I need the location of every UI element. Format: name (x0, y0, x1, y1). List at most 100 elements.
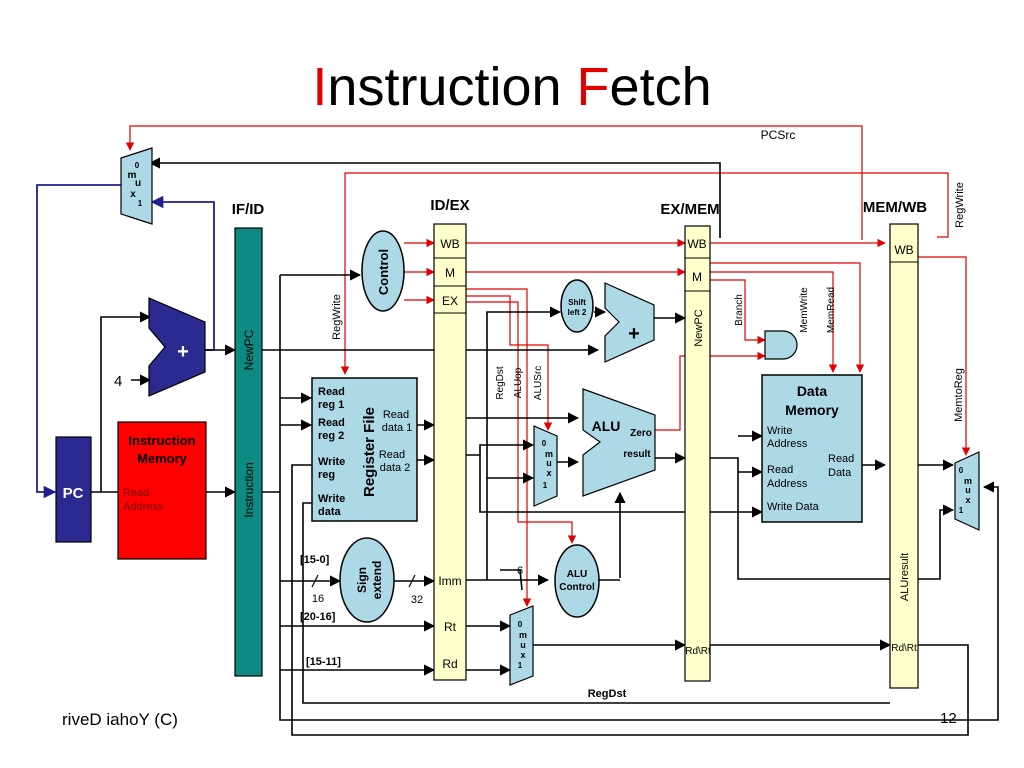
pc-mux: 0 m u x 1 (120, 147, 153, 225)
id-ex-rd: Rd (442, 657, 457, 671)
signal-memwrite: MemWrite (799, 287, 810, 333)
control-wires (125, 125, 971, 607)
write-data-a: Write (318, 493, 345, 505)
memtoreg-mux: 0 m u x 1 (954, 451, 980, 531)
pc-mux-m: m (128, 170, 137, 181)
read-reg-2-b: reg 2 (318, 430, 344, 442)
write-reg-a: Write (318, 456, 345, 468)
branch-adder: + (604, 282, 655, 363)
alu-control-2: Control (559, 582, 595, 593)
slide-title: Instruction Fetch (0, 60, 1024, 114)
width-16: 16 (312, 593, 324, 605)
id-ex-rt: Rt (444, 620, 457, 634)
signal-regdst-vertical: RegDst (495, 366, 506, 400)
shift-left-2-label: left 2 (568, 308, 587, 317)
read-reg-1-b: reg 1 (318, 399, 344, 411)
pc-adder-plus: + (177, 341, 189, 363)
read-data-a: Read (828, 453, 854, 465)
regdst-mux-u: u (520, 640, 526, 650)
read-data-b: Data (828, 467, 852, 479)
bits-20-16: [20-16] (300, 611, 336, 623)
register-file-title: Register File (361, 407, 378, 497)
sign-extend-2: extend (370, 561, 384, 600)
signal-regwrite-top: RegWrite (954, 182, 966, 228)
id-ex-imm: Imm (438, 574, 461, 588)
pc-adder: + (148, 297, 206, 397)
alu-control-1: ALU (567, 569, 588, 580)
datapath-wires (91, 157, 999, 736)
stage-label-mem-wb: MEM/WB (863, 199, 927, 216)
bits-15-0: [15-0] (300, 554, 330, 566)
width-32: 32 (411, 594, 423, 606)
write-data-b: data (318, 506, 342, 518)
alu-control-unit: ALU Control (554, 544, 600, 618)
sign-extend-1: Sign (355, 567, 369, 593)
memtoreg-mux-m: m (964, 476, 972, 486)
regdst-mux-m: m (519, 630, 527, 640)
control-label: Control (376, 249, 391, 295)
write-data-label: Write Data (767, 501, 820, 513)
regdst-mux: 0 m u x 1 (509, 605, 534, 686)
stage-label-ex-mem: EX/MEM (660, 201, 719, 218)
pc-mux-in1: 1 (138, 199, 143, 208)
mem-wb-register: WB ALUresult Rd\Rt (889, 223, 919, 689)
shift-left-2: Shift left 2 (560, 279, 594, 333)
id-ex-ex: EX (442, 294, 458, 308)
title-initial-f: F (576, 57, 610, 117)
alu-zero: Zero (630, 428, 652, 439)
data-memory-title-2: Memory (785, 402, 839, 418)
regdst-mux-in1: 1 (518, 661, 523, 670)
sign-extend-unit: Sign extend (339, 537, 395, 623)
data-memory-title-1: Data (797, 383, 828, 399)
register-file: Register File Read reg 1 Read reg 2 Writ… (311, 377, 418, 522)
signal-pcsrc: PCSrc (761, 128, 796, 142)
alu-mux-m: m (545, 449, 553, 459)
write-address-a: Write (767, 425, 792, 437)
alu-mux-u: u (546, 458, 552, 468)
read-address-b: Address (767, 478, 808, 490)
if-id-newpc: NewPC (242, 329, 256, 370)
instruction-memory-title-1: Instruction (128, 433, 195, 448)
memtoreg-mux-in0: 0 (959, 466, 964, 475)
signal-branch: Branch (734, 294, 745, 326)
control-unit: Control (361, 230, 405, 312)
alu-src-mux: 0 m u x 1 (533, 425, 558, 507)
title-word-instruction: nstruction (327, 57, 577, 117)
read-data-2-a: Read (379, 449, 405, 461)
pc-mux-x: x (130, 189, 136, 200)
mem-wb-aluresult: ALUresult (899, 553, 911, 601)
signal-memread: MemRead (826, 287, 837, 333)
bits-15-11: [15-11] (306, 656, 341, 668)
alu: ALU Zero result (582, 388, 656, 497)
ex-mem-register: WB M NewPC Rd\Rt (684, 225, 711, 682)
title-word-etch: etch (609, 57, 712, 117)
ex-mem-m: M (692, 270, 702, 284)
signal-memtoreg: MemtoReg (953, 368, 965, 422)
title-initial-i: I (312, 57, 328, 117)
ex-mem-rd-rt: Rd\Rt (685, 646, 711, 657)
width-6: 6 (517, 565, 523, 577)
memtoreg-mux-in1: 1 (959, 506, 964, 515)
if-id-instruction: Instruction (242, 462, 256, 517)
signal-alusrc: ALUSrc (533, 366, 544, 400)
read-reg-1-a: Read (318, 386, 345, 398)
instruction-memory-read-2: Address (123, 501, 164, 513)
slide-number: 12 (940, 710, 957, 727)
alu-label: ALU (592, 418, 621, 434)
const-four: 4 (114, 373, 122, 390)
if-id-register: NewPC Instruction (234, 227, 263, 677)
instruction-memory: Instruction Memory Read Address (117, 421, 207, 560)
ex-mem-wb: WB (687, 237, 706, 251)
mem-wb-wb: WB (894, 243, 913, 257)
pc-label: PC (63, 485, 84, 502)
id-ex-wb: WB (440, 237, 459, 251)
read-data-1-a: Read (383, 409, 409, 421)
instruction-memory-title-2: Memory (137, 451, 188, 466)
read-data-2-b: data 2 (380, 462, 411, 474)
pc-register: PC (55, 436, 92, 543)
pc-mux-in0: 0 (135, 161, 140, 170)
stage-label-if-id: IF/ID (232, 201, 265, 218)
read-data-1-b: data 1 (382, 422, 413, 434)
mem-wb-rd-rt: Rd\Rt (891, 643, 917, 654)
